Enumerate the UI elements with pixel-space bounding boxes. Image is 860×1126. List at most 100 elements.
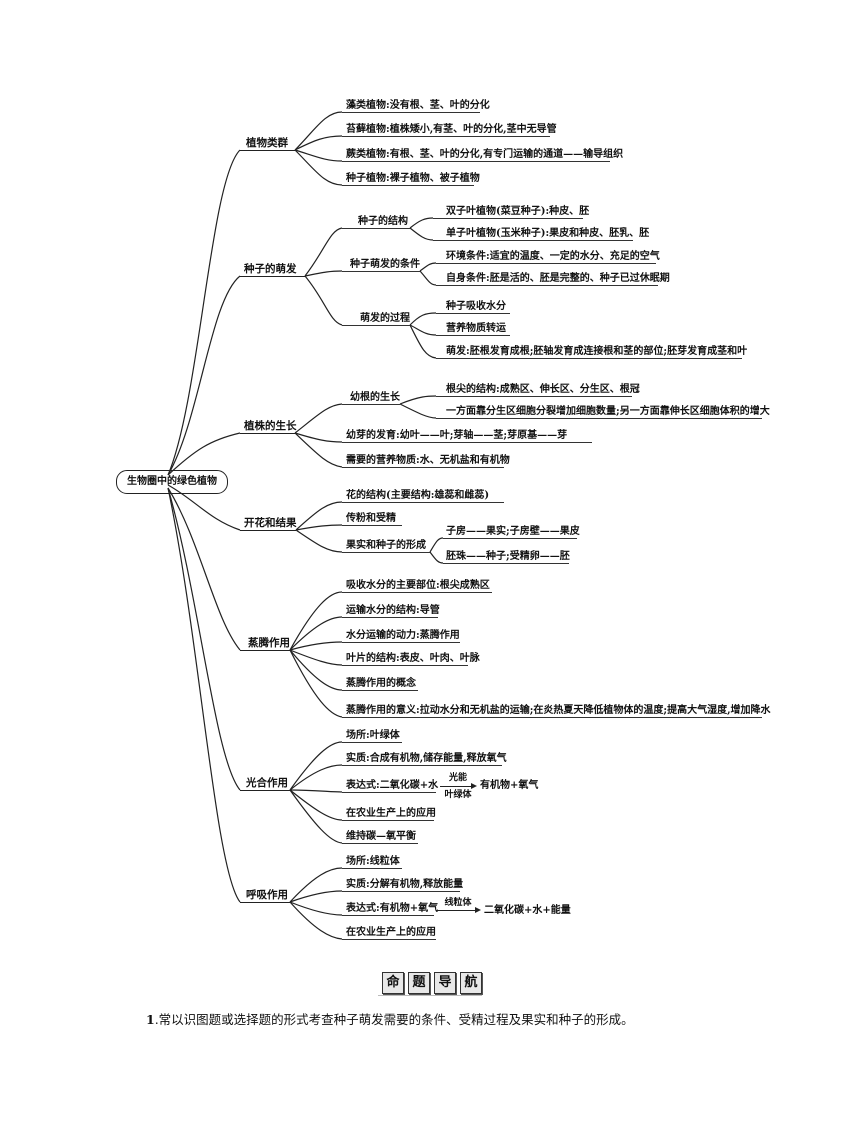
branch-photosynthesis: 光合作用 (246, 777, 288, 789)
leaf-underline (342, 939, 436, 940)
nav-divider (378, 995, 482, 996)
leaf-water-absorb-site: 吸收水分的主要部位:根尖成熟区 (346, 580, 490, 591)
leaf-bud-development: 幼芽的发育:幼叶——叶;芽轴——茎;芽原基——芽 (346, 430, 568, 441)
leaf-underline (433, 218, 583, 219)
leaf-carbon-oxygen-balance: 维持碳—氧平衡 (346, 831, 416, 842)
sub-underline (342, 271, 420, 272)
resp-formula-condition-above: 线粒体 (444, 898, 472, 908)
nav-char-1: 命 (382, 972, 404, 994)
leaf-ovule: 胚珠——种子;受精卵——胚 (446, 551, 570, 562)
leaf-underline (342, 843, 418, 844)
leaf-photo-formula-prefix: 表达式:二氧化碳+水 (346, 780, 439, 791)
leaf-underline (443, 563, 569, 564)
leaf-underline (342, 617, 438, 618)
leaf-photo-agriculture: 在农业生产上的应用 (346, 808, 436, 819)
leaf-underline (342, 690, 418, 691)
sub-seed-structure: 种子的结构 (358, 216, 408, 227)
photo-formula-arrow (440, 783, 477, 789)
leaf-underline (342, 161, 610, 162)
leaf-self-conditions: 自身条件:胚是活的、胚是完整的、种子已过休眠期 (446, 273, 670, 284)
leaf-resp-site: 场所:线粒体 (346, 856, 400, 867)
leaf-resp-formula-prefix: 表达式:有机物+氧气 (346, 903, 439, 914)
exam-note: 1.常以识图题或选择题的形式考查种子萌发需要的条件、受精过程及果实和种子的形成。 (146, 1012, 634, 1028)
nav-char-3: 导 (434, 972, 456, 994)
leaf-underline (342, 642, 460, 643)
leaf-absorb-water: 种子吸收水分 (446, 301, 506, 312)
sub-underline (342, 325, 410, 326)
branch-plant-groups: 植物类群 (246, 137, 288, 149)
leaf-underline (436, 335, 510, 336)
branch-underline (240, 433, 295, 434)
note-text: .常以识图题或选择题的形式考查种子萌发需要的条件、受精过程及果实和种子的形成。 (154, 1012, 634, 1027)
leaf-underline (342, 792, 436, 793)
leaf-underline (443, 538, 577, 539)
leaf-monocot-seed: 单子叶植物(玉米种子):果皮和种皮、胚乳、胚 (446, 228, 650, 239)
leaf-pollination: 传粉和受精 (346, 513, 396, 524)
root-node: 生物圈中的绿色植物 (116, 470, 228, 494)
note-number: 1 (146, 1012, 155, 1027)
leaf-dicot-seed: 双子叶植物(菜豆种子):种皮、胚 (446, 206, 590, 217)
leaf-resp-formula-suffix: 二氧化碳+水+能量 (484, 905, 571, 916)
leaf-underline (342, 820, 434, 821)
branch-underline (240, 150, 295, 151)
leaf-water-transport-structure: 运输水分的结构:导管 (346, 605, 440, 616)
leaf-underline (433, 240, 633, 241)
leaf-underline (342, 502, 504, 503)
branch-underline (240, 902, 290, 903)
leaf-moss: 苔藓植物:植株矮小,有茎、叶的分化,茎中无导管 (346, 124, 557, 135)
branch-transpiration: 蒸腾作用 (248, 637, 290, 649)
leaf-transpiration-concept: 蒸腾作用的概念 (346, 678, 416, 689)
sub-underline (342, 228, 410, 229)
leaf-underline (342, 185, 474, 186)
photo-formula-condition-above: 光能 (448, 773, 467, 783)
leaf-resp-agriculture: 在农业生产上的应用 (346, 927, 436, 938)
branch-seed-germination: 种子的萌发 (244, 263, 297, 275)
leaf-resp-essence: 实质:分解有机物,释放能量 (346, 879, 464, 890)
sub-germination-process: 萌发的过程 (360, 313, 410, 324)
leaf-environment-conditions: 环境条件:适宜的温度、一定的水分、充足的空气 (446, 251, 660, 262)
resp-formula-arrow (436, 907, 481, 913)
mindmap-connectors (167, 111, 444, 940)
leaf-underline (342, 742, 402, 743)
leaf-photo-essence: 实质:合成有机物,储存能量,释放氧气 (346, 753, 507, 764)
branch-underline (240, 650, 290, 651)
photo-formula-condition-below: 叶绿体 (444, 790, 472, 800)
leaf-underline (342, 136, 550, 137)
branch-underline (240, 530, 296, 531)
sub-fruit-seed-formation: 果实和种子的形成 (346, 540, 426, 551)
nav-char-4: 航 (460, 972, 482, 994)
leaf-underline (342, 915, 434, 916)
sub-underline (342, 552, 430, 553)
branch-plant-growth: 植株的生长 (244, 420, 297, 432)
leaf-underline (342, 467, 504, 468)
leaf-algae: 藻类植物:没有根、茎、叶的分化 (346, 100, 490, 111)
nav-char-2: 题 (408, 972, 430, 994)
branch-flower-fruit: 开花和结果 (244, 517, 297, 529)
leaf-photo-site: 场所:叶绿体 (346, 730, 400, 741)
leaf-underline (342, 665, 468, 666)
leaf-fern: 蕨类植物:有根、茎、叶的分化,有专门运输的通道——输导组织 (346, 149, 624, 160)
leaf-flower-structure: 花的结构(主要结构:雄蕊和雌蕊) (346, 490, 490, 501)
branch-respiration: 呼吸作用 (246, 889, 288, 901)
leaf-photo-formula-suffix: 有机物+氧气 (480, 780, 539, 791)
branch-underline (240, 790, 290, 791)
leaf-nutrients-needed: 需要的营养物质:水、无机盐和有机物 (346, 455, 510, 466)
leaf-underline (342, 525, 402, 526)
sub-underline (342, 404, 400, 405)
leaf-underline (342, 868, 402, 869)
branch-underline (240, 276, 305, 277)
leaf-water-transport-force: 水分运输的动力:蒸腾作用 (346, 630, 460, 641)
leaf-leaf-structure: 叶片的结构:表皮、叶肉、叶脉 (346, 653, 480, 664)
leaf-underline (436, 358, 742, 359)
leaf-nutrient-transfer: 营养物质转运 (446, 323, 506, 334)
leaf-underline (342, 891, 460, 892)
leaf-ovary: 子房——果实;子房壁——果皮 (446, 526, 580, 537)
leaf-transpiration-significance: 蒸腾作用的意义:拉动水分和无机盐的运输;在炎热夏天降低植物体的温度;提高大气湿度… (346, 705, 771, 716)
leaf-underline (342, 112, 480, 113)
leaf-underline (436, 396, 632, 397)
leaf-underline (436, 313, 510, 314)
leaf-underline (436, 418, 762, 419)
sub-root-growth: 幼根的生长 (350, 392, 400, 403)
leaf-underline (342, 592, 492, 593)
